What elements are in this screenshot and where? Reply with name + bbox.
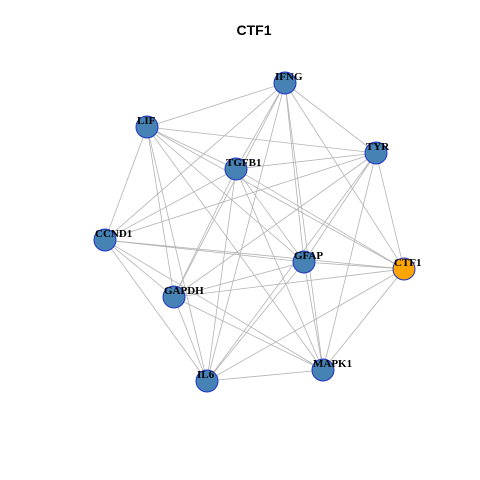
- edge-gapdh-il6: [173, 296, 208, 382]
- node-ccnd1[interactable]: [93, 228, 117, 252]
- edge-tyr-mapk1: [322, 152, 377, 371]
- edge-lif-il6: [146, 126, 208, 382]
- node-label-lif: LIF: [137, 115, 156, 127]
- node-ctf1[interactable]: [392, 257, 416, 281]
- node-gfap[interactable]: [292, 250, 316, 274]
- edge-mapk1-il6: [206, 369, 324, 382]
- edge-ccnd1-ctf1: [104, 239, 405, 270]
- edge-ccnd1-il6: [104, 239, 208, 382]
- edge-tyr-il6: [206, 152, 377, 382]
- node-lif[interactable]: [135, 115, 159, 139]
- edge-tgfb1-mapk1: [235, 168, 324, 371]
- edge-ccnd1-gfap: [104, 239, 305, 263]
- edge-gfap-gapdh: [173, 261, 305, 298]
- node-il6[interactable]: [195, 369, 219, 393]
- node-label-tgfb1: TGFB1: [226, 157, 261, 169]
- edge-lif-gfap: [146, 126, 305, 263]
- node-label-ifng: IFNG: [275, 71, 303, 83]
- edge-tyr-gapdh: [173, 152, 377, 298]
- edge-tyr-tgfb1: [235, 152, 377, 170]
- edge-ctf1-mapk1: [322, 268, 405, 371]
- node-ifng[interactable]: [273, 71, 297, 95]
- edges-layer: [104, 82, 405, 382]
- node-label-gapdh: GAPDH: [164, 285, 204, 297]
- edge-tgfb1-gfap: [235, 168, 305, 263]
- node-label-gfap: GFAP: [294, 250, 323, 262]
- edge-ifng-tgfb1: [235, 82, 286, 170]
- edge-tgfb1-gapdh: [173, 168, 237, 298]
- edge-lif-ctf1: [146, 126, 405, 270]
- edge-ifng-gfap: [284, 82, 305, 263]
- edge-tgfb1-il6: [206, 168, 237, 382]
- node-tyr[interactable]: [364, 141, 388, 165]
- edge-tgfb1-ccnd1: [104, 168, 237, 241]
- edge-tyr-ccnd1: [104, 152, 377, 241]
- edge-ifng-gapdh: [173, 82, 286, 298]
- edge-ifng-ctf1: [284, 82, 405, 270]
- node-tgfb1[interactable]: [224, 157, 248, 181]
- node-label-il6: IL6: [197, 369, 215, 381]
- edge-ifng-lif: [146, 82, 286, 128]
- edge-ctf1-gapdh: [173, 268, 405, 298]
- edge-ifng-tyr: [284, 82, 377, 154]
- node-label-tyr: TYR: [366, 141, 390, 153]
- edge-ifng-mapk1: [284, 82, 324, 371]
- edge-gfap-il6: [206, 261, 305, 382]
- edge-lif-tgfb1: [146, 126, 237, 170]
- edge-gfap-mapk1: [303, 261, 324, 371]
- node-label-ctf1: CTF1: [394, 257, 422, 269]
- edge-ctf1-il6: [206, 268, 405, 382]
- node-mapk1[interactable]: [311, 358, 335, 382]
- edge-ccnd1-gapdh: [104, 239, 175, 298]
- node-gapdh[interactable]: [162, 285, 186, 309]
- edge-ifng-il6: [206, 82, 286, 382]
- edge-ifng-ccnd1: [104, 82, 286, 241]
- edge-lif-mapk1: [146, 126, 324, 371]
- edge-tyr-gfap: [303, 152, 377, 263]
- edge-tyr-ctf1: [375, 152, 405, 270]
- graph-title: CTF1: [237, 22, 272, 38]
- edge-lif-ccnd1: [104, 126, 148, 241]
- edge-ccnd1-mapk1: [104, 239, 324, 371]
- edge-gapdh-mapk1: [173, 296, 324, 371]
- edge-lif-gapdh: [146, 126, 175, 298]
- node-label-mapk1: MAPK1: [313, 358, 352, 370]
- edge-lif-tyr: [146, 126, 377, 154]
- edge-tgfb1-ctf1: [235, 168, 405, 270]
- edge-gfap-ctf1: [303, 261, 405, 270]
- nodes-layer: [93, 71, 416, 393]
- node-label-ccnd1: CCND1: [95, 228, 132, 240]
